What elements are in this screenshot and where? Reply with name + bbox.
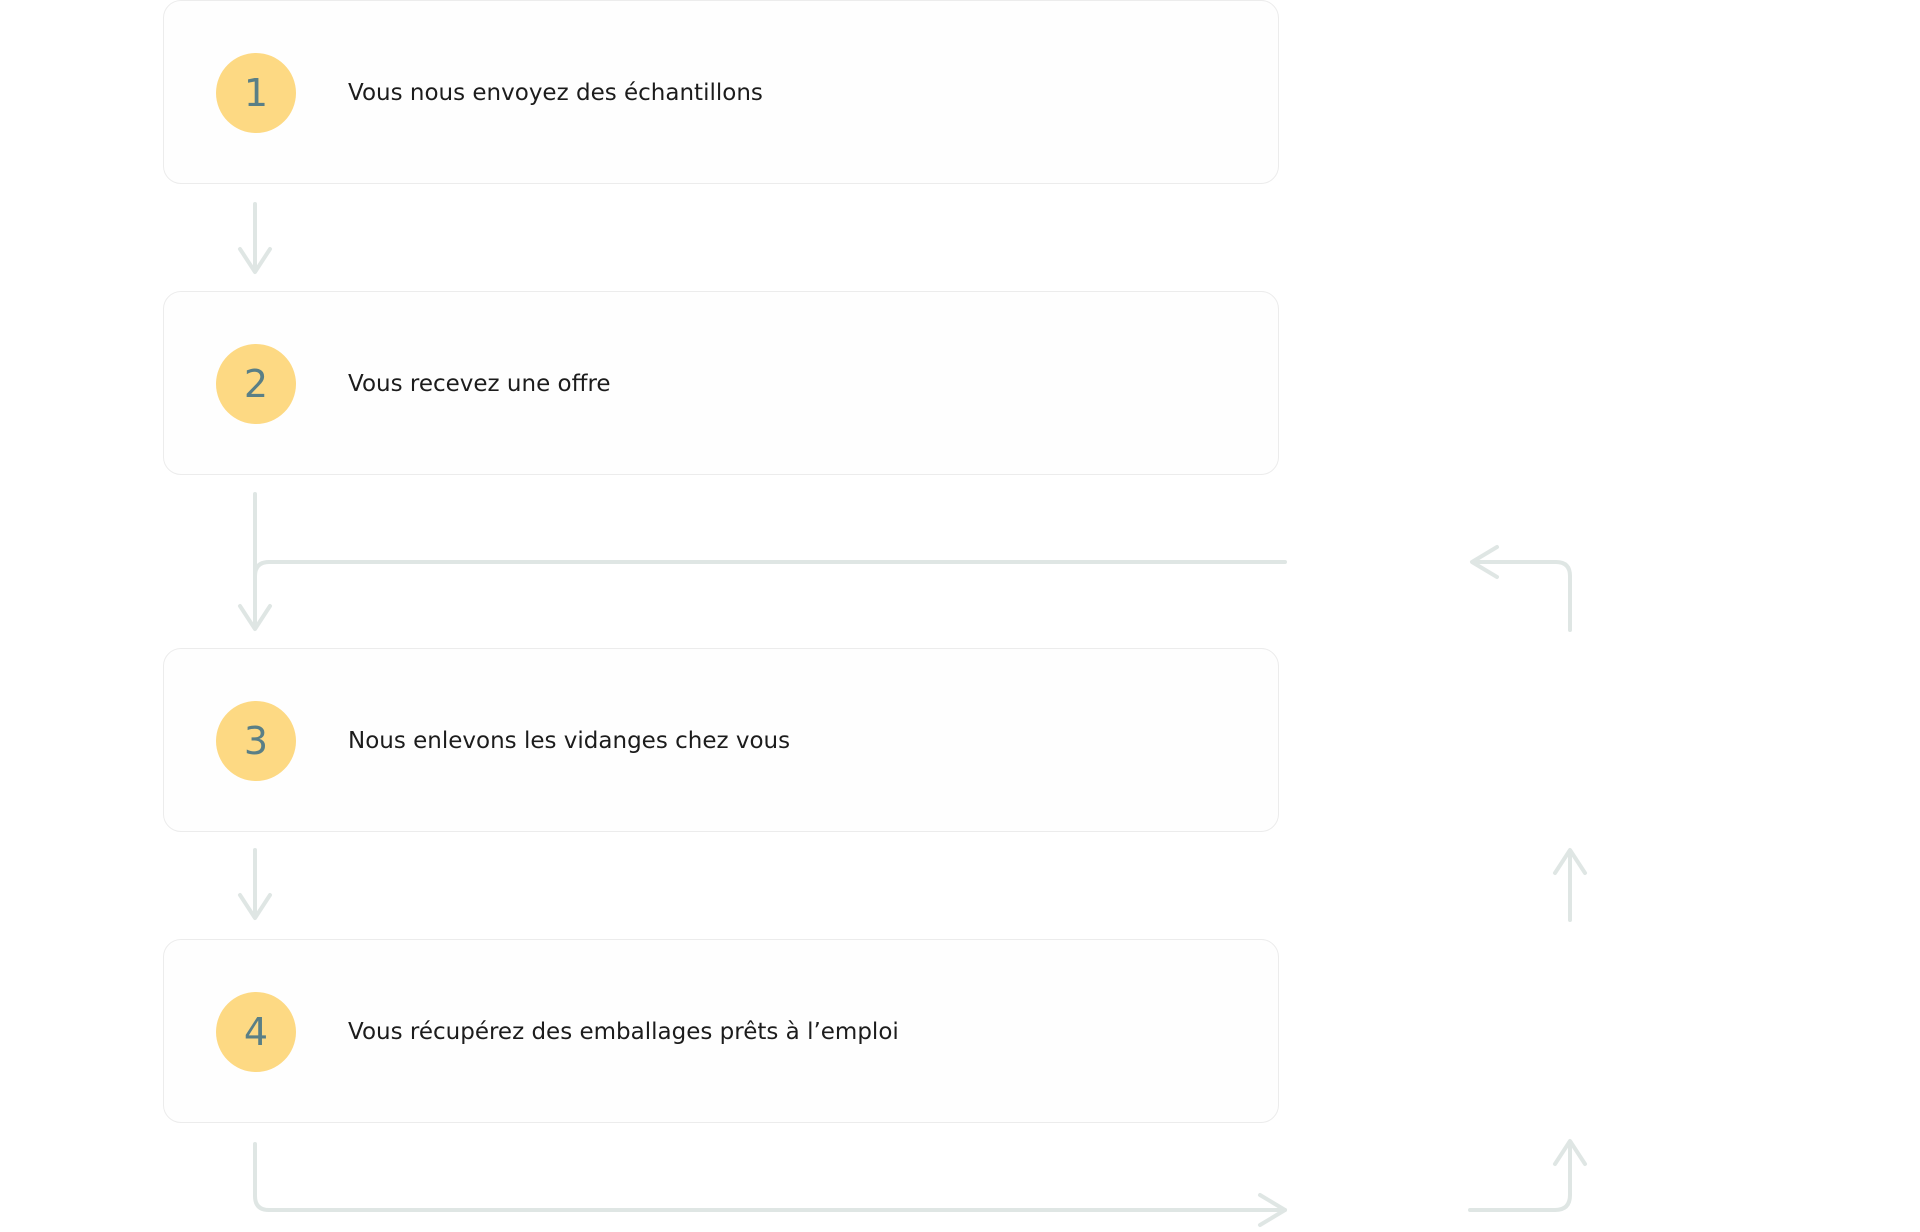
step-number-badge: 1 xyxy=(216,53,296,133)
step-card-3: 3 Nous enlevons les vidanges chez vous xyxy=(163,648,1279,832)
step-label: Vous récupérez des emballages prêts à l’… xyxy=(348,1019,899,1045)
step-number-badge: 4 xyxy=(216,992,296,1072)
loop-right-up-arrowhead xyxy=(1553,848,1587,875)
step-card-2: 2 Vous recevez une offre xyxy=(163,291,1279,475)
step-number-badge: 2 xyxy=(216,344,296,424)
loop-bottom-arrowhead xyxy=(1258,1193,1287,1227)
loop-bottom-right-arrowhead xyxy=(1553,1139,1587,1166)
step-label: Vous recevez une offre xyxy=(348,371,611,397)
loop-bottom-line xyxy=(253,1142,1287,1212)
loop-top-line xyxy=(253,560,1287,578)
loop-top-right-arrowhead xyxy=(1470,545,1499,579)
step-label: Vous nous envoyez des échantillons xyxy=(348,80,763,106)
arrowhead-step3-to-step4 xyxy=(238,893,272,920)
arrowhead-step2-to-step3 xyxy=(238,604,272,631)
arrowhead-step1-to-step2 xyxy=(238,247,272,274)
step-card-4: 4 Vous récupérez des emballages prêts à … xyxy=(163,939,1279,1123)
step-number-badge: 3 xyxy=(216,701,296,781)
step-card-1: 1 Vous nous envoyez des échantillons xyxy=(163,0,1279,184)
loop-bottom-right-corner xyxy=(1468,1140,1572,1212)
step-label: Nous enlevons les vidanges chez vous xyxy=(348,728,791,754)
loop-top-right-corner xyxy=(1472,560,1572,632)
